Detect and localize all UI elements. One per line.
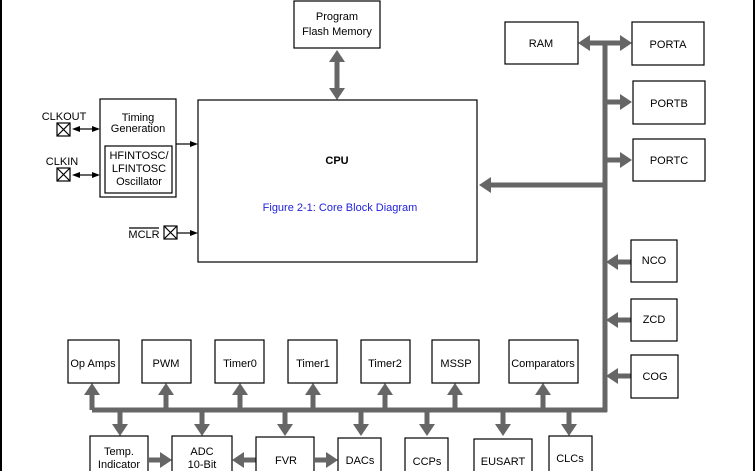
fvr-adc-arrow	[232, 452, 256, 468]
portb-label: PORTB	[650, 98, 688, 110]
cog-block: COG	[630, 354, 679, 399]
ram-label: RAM	[529, 38, 553, 50]
oscillator-label-2: LFINTOSC	[112, 163, 166, 175]
fvr-dacs-arrow	[314, 452, 338, 468]
op-amps-block: Op Amps	[67, 339, 120, 384]
system-bus	[92, 35, 632, 413]
porta-block: PORTA	[631, 21, 705, 66]
timer2-label: Timer2	[368, 358, 402, 370]
lower-peripheral-arrows	[112, 410, 577, 436]
upper-peripheral-arrows	[84, 383, 551, 410]
portc-label: PORTC	[650, 155, 688, 167]
timer2-block: Timer2	[360, 339, 411, 384]
adc-label-2: 10-Bit	[188, 459, 217, 471]
mclr-pin: MCLR	[128, 225, 198, 241]
dacs-block: DACs	[337, 437, 382, 471]
adc-label-1: ADC	[190, 446, 213, 458]
oscillator-block: HFINTOSC/ LFINTOSC Oscillator	[104, 145, 173, 194]
timing-cpu-arrow	[176, 141, 198, 147]
program-flash-label-1: Program	[316, 11, 358, 23]
temp-indicator-block: Temp. Indicator	[89, 435, 149, 471]
nco-label: NCO	[642, 255, 667, 267]
portb-block: PORTB	[632, 80, 706, 125]
eusart-block: EUSART	[473, 438, 533, 471]
op-amps-label: Op Amps	[70, 358, 116, 370]
clkin-label: CLKIN	[46, 156, 78, 168]
dacs-label: DACs	[346, 455, 375, 467]
zcd-label: ZCD	[643, 314, 666, 326]
clkout-pin: CLKOUT	[42, 111, 100, 137]
temp-adc-arrow	[148, 452, 172, 468]
timer0-label: Timer0	[223, 358, 257, 370]
program-flash-label-2: Flash Memory	[302, 26, 372, 38]
timer1-label: Timer1	[296, 358, 330, 370]
clcs-block: CLCs	[548, 435, 593, 471]
oscillator-label-1: HFINTOSC/	[109, 150, 169, 162]
clkin-pin: CLKIN	[46, 156, 100, 182]
oscillator-label-3: Oscillator	[116, 176, 162, 188]
clcs-label: CLCs	[556, 453, 584, 465]
mclr-label: MCLR	[128, 229, 159, 241]
clkout-label: CLKOUT	[42, 111, 87, 123]
timing-label-2: Generation	[111, 123, 165, 135]
ccps-label: CCPs	[413, 456, 442, 468]
ccps-block: CCPs	[404, 437, 449, 471]
adc-block: ADC 10-Bit	[171, 435, 233, 471]
comparators-label: Comparators	[511, 358, 575, 370]
cpu-block: CPU Figure 2-1: Core Block Diagram	[197, 99, 478, 263]
temp-indicator-label-1: Temp.	[104, 446, 134, 458]
ram-block: RAM	[504, 21, 579, 65]
flash-cpu-bus-arrow	[329, 50, 345, 100]
nco-block: NCO	[630, 239, 678, 283]
zcd-block: ZCD	[630, 298, 678, 342]
cpu-label: CPU	[325, 155, 348, 167]
cog-label: COG	[642, 371, 667, 383]
mssp-label: MSSP	[440, 358, 471, 370]
pwm-block: PWM	[141, 339, 192, 384]
fvr-block: FVR	[255, 436, 315, 471]
porta-label: PORTA	[650, 39, 688, 51]
mssp-block: MSSP	[431, 339, 480, 384]
program-flash-memory-block: Program Flash Memory	[293, 0, 381, 49]
timing-label-1: Timing	[122, 112, 155, 124]
fvr-label: FVR	[275, 455, 297, 467]
figure-caption: Figure 2-1: Core Block Diagram	[263, 202, 418, 214]
temp-indicator-label-2: Indicator	[98, 459, 141, 471]
pwm-label: PWM	[153, 358, 180, 370]
portc-block: PORTC	[632, 138, 706, 182]
eusart-label: EUSART	[481, 456, 526, 468]
comparators-block: Comparators	[508, 339, 579, 384]
timer1-block: Timer1	[287, 339, 338, 384]
timer0-block: Timer0	[214, 339, 265, 384]
